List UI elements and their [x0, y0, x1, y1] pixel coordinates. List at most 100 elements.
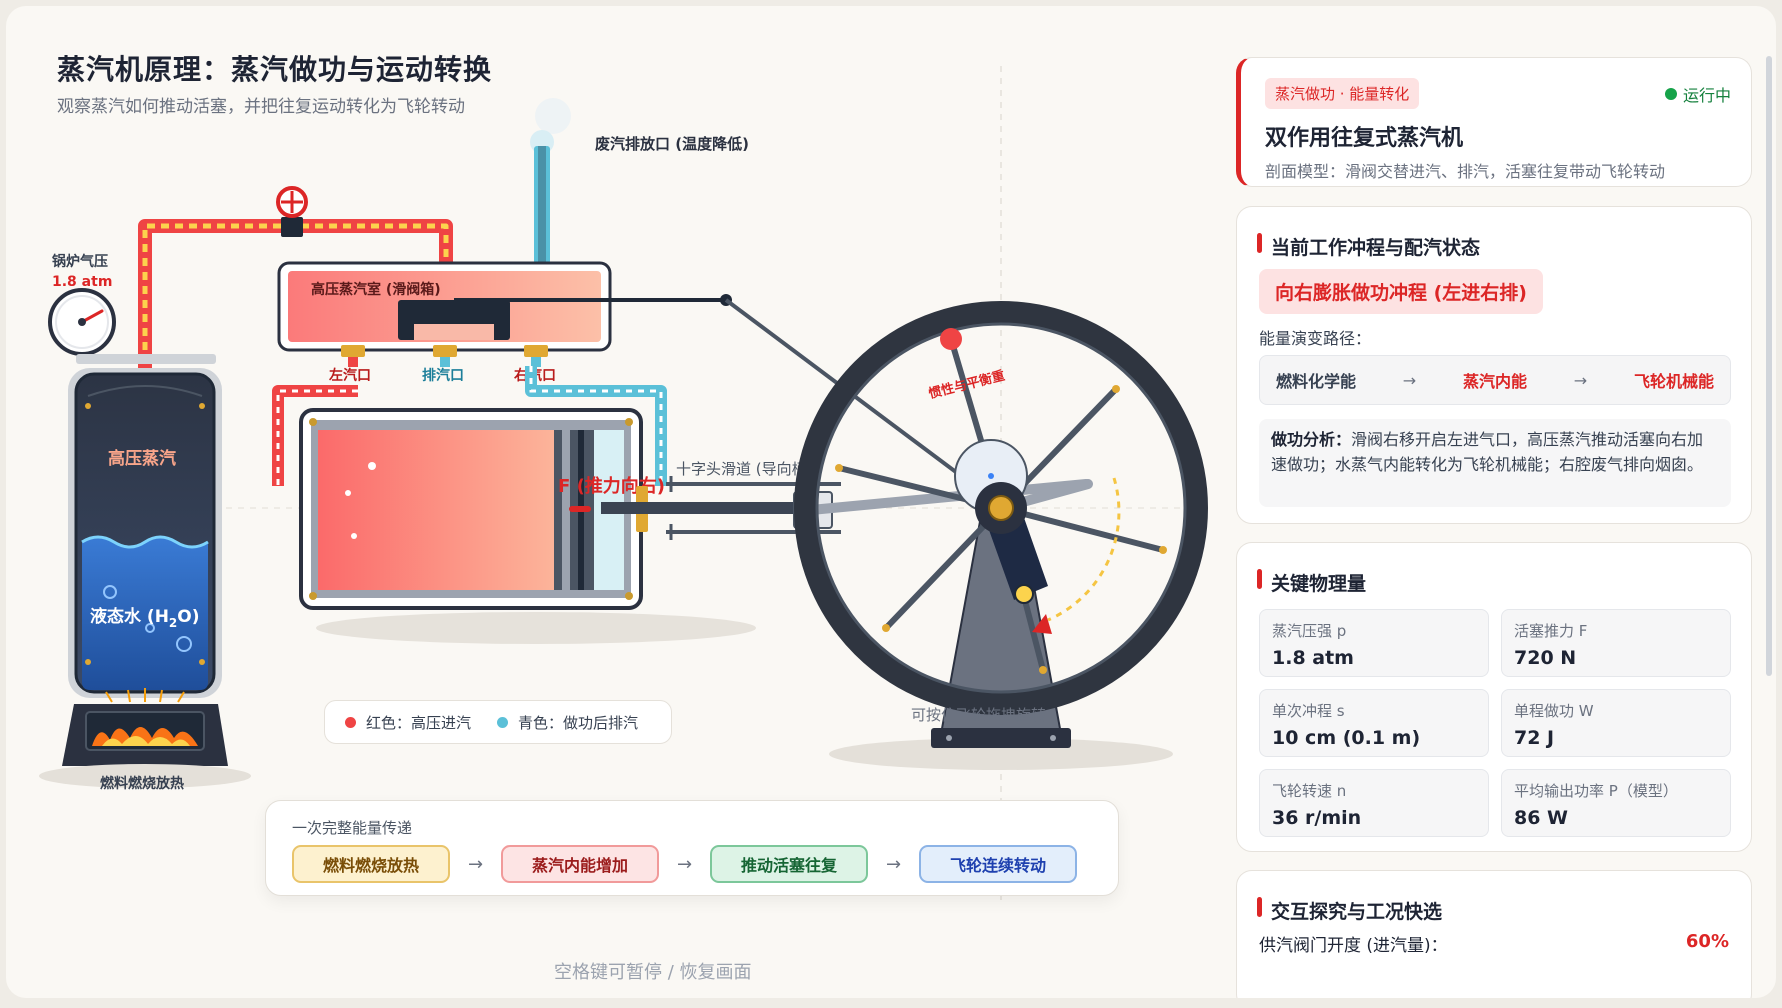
port-left-label: 左汽口	[328, 367, 371, 384]
stroke-card: 当前工作冲程与配汽状态 向右膨胀做功冲程 (左进右排) 能量演变路径： 燃料化学…	[1236, 206, 1752, 524]
quantity-value: 72 J	[1514, 727, 1555, 749]
flywheel-rim	[794, 301, 1208, 715]
path-step-internal: 蒸汽内能	[1462, 372, 1527, 391]
section-accent	[1257, 233, 1262, 253]
explore-card: 交互探究与工况快选 供汽阀门开度 (进汽量)： 60%	[1236, 870, 1752, 998]
cylinder-shadow	[316, 612, 756, 644]
valve-opening-label: 供汽阀门开度 (进汽量)：	[1259, 936, 1448, 956]
crank-pin	[1014, 584, 1034, 604]
left-chamber	[318, 430, 554, 590]
keyboard-hint: 空格键可暂停 / 恢复画面	[554, 962, 752, 983]
boiler-water	[82, 537, 208, 690]
path-step-chemical: 燃料化学能	[1276, 372, 1357, 391]
boiler-pressure-value: 1.8 atm	[52, 274, 112, 290]
port-right	[524, 345, 548, 357]
balance-weight	[940, 328, 962, 350]
energy-chain-box: 一次完整能量传递 燃料燃烧放热 → 蒸汽内能增加 → 推动活塞往复 → 飞轮连续…	[265, 800, 1119, 896]
diagram-stage: 蒸汽机原理：蒸汽做功与运动转换 观察蒸汽如何推动活塞，并把往复运动转化为飞轮转动	[6, 6, 1216, 998]
quantity-force: 活塞推力 F 720 N	[1501, 609, 1731, 677]
stroke-section-title: 当前工作冲程与配汽状态	[1271, 237, 1481, 259]
heat-rays	[105, 688, 185, 703]
stroke-state-badge: 向右膨胀做功冲程 (左进右排)	[1259, 269, 1543, 314]
chain-arrow: →	[885, 853, 902, 875]
energy-path-label: 能量演变路径：	[1259, 329, 1372, 348]
furnace-label: 燃料燃烧放热	[100, 775, 184, 792]
quantity-value: 720 N	[1514, 647, 1577, 669]
analysis-body: 滑阀右移开启左进气口，高压蒸汽推动活塞向右加速做功；水蒸气内能转化为飞轮机械能；…	[1271, 430, 1704, 474]
page-subtitle: 观察蒸汽如何推动活塞，并把往复运动转化为飞轮转动	[57, 97, 465, 117]
quantity-label: 飞轮转速 n	[1272, 782, 1347, 800]
force-label: F (推力向右)	[558, 475, 665, 497]
chain-step-piston: 推动活塞往复	[710, 845, 868, 883]
engine-title: 双作用往复式蒸汽机	[1265, 126, 1464, 151]
chain-step-flywheel: 飞轮连续转动	[919, 845, 1077, 883]
legend-item-cyan: 青色：做功后排汽	[497, 712, 638, 733]
crank-arm	[984, 512, 1048, 600]
work-analysis: 做功分析：滑阀右移开启左进气口，高压蒸汽推动活塞向右加速做功；水蒸气内能转化为飞…	[1259, 419, 1731, 507]
quantity-value: 36 r/min	[1272, 807, 1362, 829]
app-window: 蒸汽机原理：蒸汽做功与运动转换 观察蒸汽如何推动活塞，并把往复运动转化为飞轮转动	[6, 6, 1776, 998]
quantity-speed: 飞轮转速 n 36 r/min	[1259, 769, 1489, 837]
quantities-card: 关键物理量 蒸汽压强 p 1.8 atm 活塞推力 F 720 N 单次冲程 s…	[1236, 542, 1752, 852]
info-panel: 蒸汽做功 · 能量转化 运行中 双作用往复式蒸汽机 剖面模型：滑阀交替进汽、排汽…	[1234, 6, 1774, 998]
valve-opening-value: 60%	[1685, 931, 1729, 952]
quantity-label: 平均输出功率 P（模型）	[1514, 782, 1678, 800]
section-accent	[1257, 569, 1262, 589]
status-text: 运行中	[1682, 86, 1731, 105]
boiler-pressure-label: 锅炉气压	[52, 253, 108, 270]
stand-base	[931, 728, 1071, 748]
legend-red-label: 红色：高压进汽	[366, 713, 472, 732]
flywheel-hint: 可按住飞轮拖拽旋转	[911, 706, 1046, 724]
quantity-pressure: 蒸汽压强 p 1.8 atm	[1259, 609, 1489, 677]
exhaust-puff	[535, 98, 571, 134]
energy-chain-title: 一次完整能量传递	[292, 819, 413, 837]
legend-item-red: 红色：高压进汽	[345, 712, 471, 733]
boiler-steam-label: 高压蒸汽	[108, 448, 176, 469]
quantity-work: 单程做功 W 72 J	[1501, 689, 1731, 757]
flywheel-shadow	[829, 738, 1173, 770]
exhaust-label: 废汽排放口 (温度降低)	[595, 135, 749, 153]
explore-section-title: 交互探究与工况快选	[1271, 901, 1443, 923]
quantity-label: 单次冲程 s	[1272, 702, 1345, 720]
port-left	[341, 345, 365, 357]
quantity-label: 单程做功 W	[1514, 702, 1594, 720]
supply-valve-body	[281, 217, 303, 237]
color-legend: 红色：高压进汽 青色：做功后排汽	[324, 700, 672, 744]
path-arrow: →	[1402, 370, 1417, 390]
engine-description: 剖面模型：滑阀交替进汽、排汽，活塞往复带动飞轮转动	[1265, 162, 1666, 181]
status-dot-icon	[1664, 88, 1677, 100]
path-arrow: →	[1573, 370, 1588, 390]
energy-chain-steps: 燃料燃烧放热 → 蒸汽内能增加 → 推动活塞往复 → 飞轮连续转动	[292, 845, 1077, 883]
path-step-mechanical: 飞轮机械能	[1633, 372, 1714, 391]
quantity-label: 蒸汽压强 p	[1272, 622, 1347, 640]
panel-scrollbar[interactable]	[1766, 26, 1774, 676]
engine-card: 蒸汽做功 · 能量转化 运行中 双作用往复式蒸汽机 剖面模型：滑阀交替进汽、排汽…	[1236, 57, 1752, 187]
analysis-lead: 做功分析：	[1271, 430, 1352, 449]
status-badge: 运行中	[1664, 82, 1731, 106]
steam-engine-diagram: 废汽排放口 (温度降低) 高压蒸汽室 (滑阀箱)	[39, 66, 1208, 906]
legend-dot-red	[345, 716, 356, 728]
exhaust-pipe	[534, 146, 550, 264]
scrollbar-thumb[interactable]	[1766, 56, 1772, 676]
steam-chest-label: 高压蒸汽室 (滑阀箱)	[311, 281, 441, 298]
quantity-stroke: 单次冲程 s 10 cm (0.1 m)	[1259, 689, 1489, 757]
quantities-section-title: 关键物理量	[1271, 573, 1367, 595]
quantity-value: 86 W	[1514, 807, 1569, 829]
quantity-power: 平均输出功率 P（模型） 86 W	[1501, 769, 1731, 837]
topic-tag: 蒸汽做功 · 能量转化	[1265, 78, 1420, 109]
boiler-water-label: 液态水 (H2O)	[90, 606, 200, 630]
chain-arrow: →	[467, 853, 484, 875]
chain-step-steam: 蒸汽内能增加	[501, 845, 659, 883]
piston-rod	[601, 502, 811, 514]
chain-arrow: →	[676, 853, 693, 875]
section-accent	[1257, 897, 1262, 917]
legend-cyan-label: 青色：做功后排汽	[518, 713, 639, 732]
energy-path: 燃料化学能 → 蒸汽内能 → 飞轮机械能	[1259, 355, 1731, 405]
page-title: 蒸汽机原理：蒸汽做功与运动转换	[57, 53, 493, 86]
quantity-value: 10 cm (0.1 m)	[1272, 727, 1421, 749]
port-exhaust	[433, 345, 457, 357]
port-exhaust-label: 排汽口	[422, 367, 464, 384]
chain-step-fuel: 燃料燃烧放热	[292, 845, 450, 883]
quantities-grid: 蒸汽压强 p 1.8 atm 活塞推力 F 720 N 单次冲程 s 10 cm…	[1259, 609, 1731, 837]
crosshead-label: 十字头滑道 (导向柄	[676, 460, 807, 478]
